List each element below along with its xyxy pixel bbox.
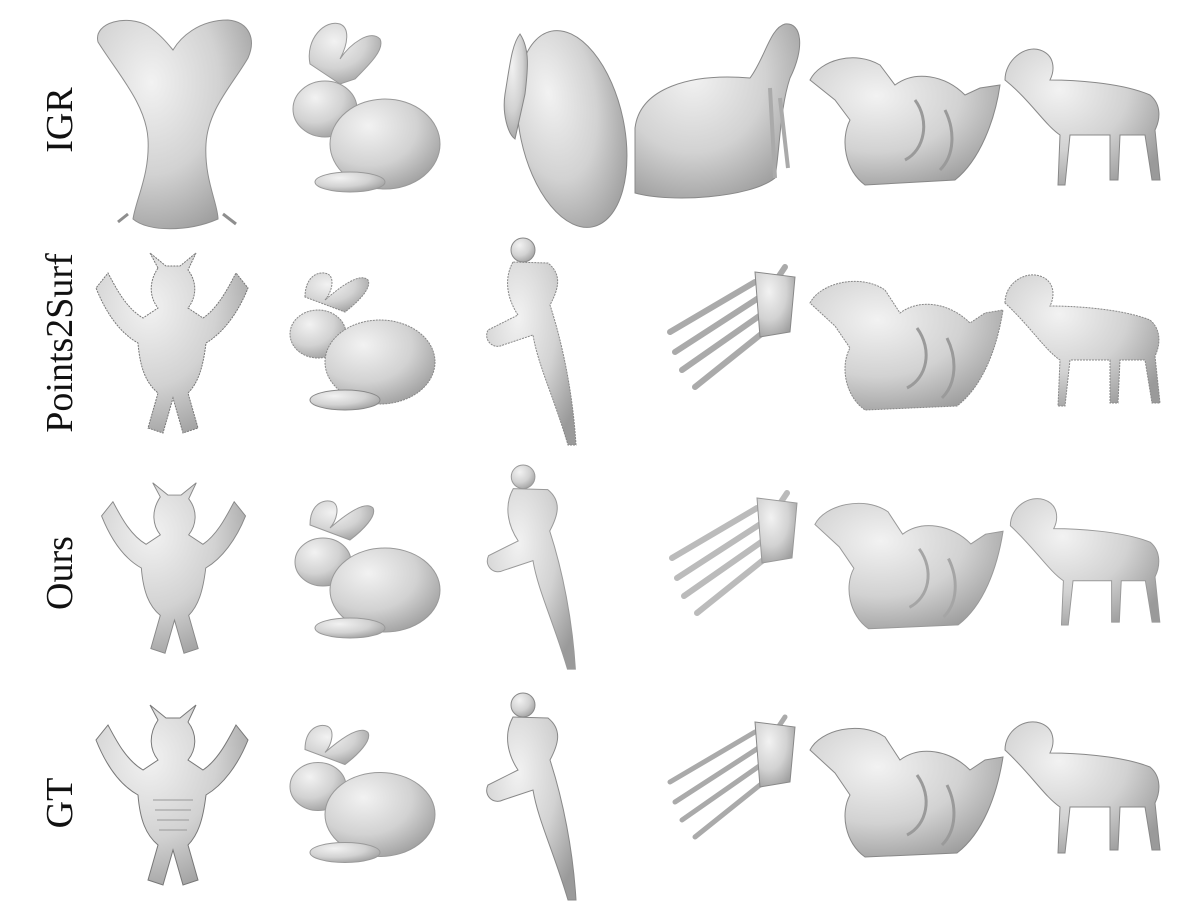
gt-dragon-render <box>805 715 1005 860</box>
points2surf-dragon-render <box>805 268 1005 413</box>
points2surf-horse-render <box>1000 268 1170 408</box>
ours-dragon-render <box>810 490 1005 632</box>
ours-bunny-render <box>285 490 445 640</box>
gt-armadillo-render <box>88 700 258 890</box>
ours-statue-render <box>478 462 583 674</box>
gt-bunny-render <box>280 712 440 867</box>
row-label-text: GT <box>39 777 81 829</box>
ours-horse-render <box>1005 492 1170 627</box>
igr-dragon-render <box>805 40 1005 190</box>
igr-statue-render <box>490 24 630 234</box>
igr-bunny-render <box>280 14 441 194</box>
ours-armadillo-render <box>92 478 257 658</box>
row-label-text: IGR <box>39 87 81 153</box>
gt-horse-render <box>1000 715 1170 855</box>
points2surf-statue-render <box>478 235 583 450</box>
row-label-text: Ours <box>39 536 81 610</box>
row-label-text: Points2Surf <box>39 253 81 433</box>
points2surf-bunny-render <box>280 262 440 412</box>
gt-hand-render <box>660 712 800 842</box>
igr-armadillo-render <box>88 14 258 230</box>
igr-hand-render <box>630 18 805 203</box>
igr-horse-render <box>1000 40 1170 190</box>
points2surf-armadillo-render <box>88 248 258 438</box>
gt-statue-render <box>478 690 583 905</box>
points2surf-hand-render <box>660 262 800 392</box>
ours-hand-render <box>662 488 802 618</box>
